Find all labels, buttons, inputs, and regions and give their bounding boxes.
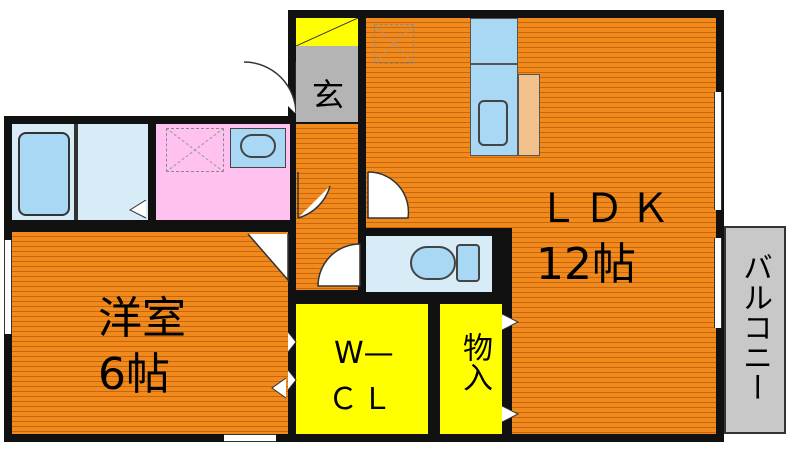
door-swing-icon [243,61,296,115]
ldk-room-lower [512,228,716,434]
door-swing-icon [271,377,287,399]
window-icon [4,240,12,334]
door-swing-icon [128,200,147,219]
door-swing-icon [288,332,297,391]
door-swing-icon [317,243,361,287]
toilet-tank [456,244,480,282]
storage-closet [440,304,502,434]
walk-in-closet-label-line1: W— [334,336,394,371]
washing-machine-pan-icon [166,128,224,172]
door-swing-icon [247,233,289,282]
bathtub-icon [18,132,70,216]
door-swing-icon [502,313,520,422]
washing-machine-cross-icon [166,128,224,172]
ldk-room [366,18,716,228]
kitchen-sink-icon [478,100,508,146]
window-icon [224,434,276,442]
western-room-size-label: 6帖 [98,349,170,400]
storage-label-line1: 物入 [457,332,492,392]
balcony [724,226,786,434]
balcony-label: バルコニー [737,252,772,402]
refrigerator-space [470,18,518,64]
bath-divider [74,124,78,220]
ldk-name-label: ＬＤＫ [538,186,676,232]
toilet-icon [410,246,456,280]
vent-box [374,24,414,64]
walk-in-closet [296,304,428,434]
window-icon [714,92,722,210]
entrance-diagonal [296,18,358,46]
entrance-label: 玄 [312,76,345,114]
walk-in-closet-label-line2: ＣＬ [328,382,396,417]
western-room-name-label: 洋室 [98,293,186,344]
western-room [12,232,288,434]
door-swing-icon [297,172,331,219]
washbasin-bowl [240,134,276,158]
window-icon [714,238,722,328]
ldk-size-label: 12帖 [536,239,636,290]
door-swing-icon [367,171,410,219]
kitchen-side-counter [518,74,540,156]
vent-cross-icon [374,24,414,64]
